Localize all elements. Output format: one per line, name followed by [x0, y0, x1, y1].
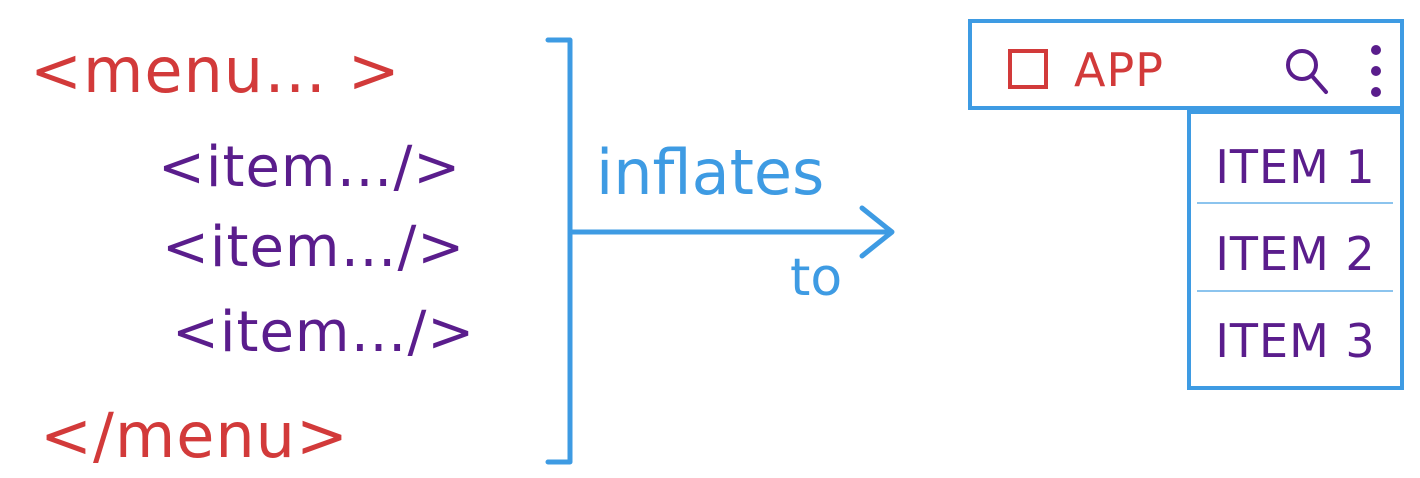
dropdown-menu: ITEM 1 ITEM 2 ITEM 3: [1187, 110, 1404, 390]
overflow-menu-icon[interactable]: [1366, 43, 1386, 99]
arrow-head: [859, 205, 895, 259]
dropdown-item-3[interactable]: ITEM 3: [1215, 314, 1376, 368]
square-icon: [1008, 49, 1048, 89]
to-label: to: [790, 248, 843, 308]
item-tag-1: <item…/>: [158, 135, 462, 200]
search-icon[interactable]: [1282, 45, 1332, 97]
divider: [1197, 290, 1393, 292]
inflates-label: inflates: [596, 136, 825, 209]
item-tag-3: <item…/>: [172, 300, 476, 365]
item-tag-2: <item…/>: [162, 215, 466, 280]
menu-open-tag: <menu… >: [30, 34, 401, 107]
menu-close-tag: </menu>: [40, 399, 349, 472]
app-title: APP: [1074, 43, 1164, 97]
divider: [1197, 202, 1393, 204]
dropdown-item-1[interactable]: ITEM 1: [1215, 140, 1376, 194]
app-bar: APP: [968, 19, 1404, 110]
bracket: [545, 37, 573, 465]
dropdown-item-2[interactable]: ITEM 2: [1215, 227, 1376, 281]
